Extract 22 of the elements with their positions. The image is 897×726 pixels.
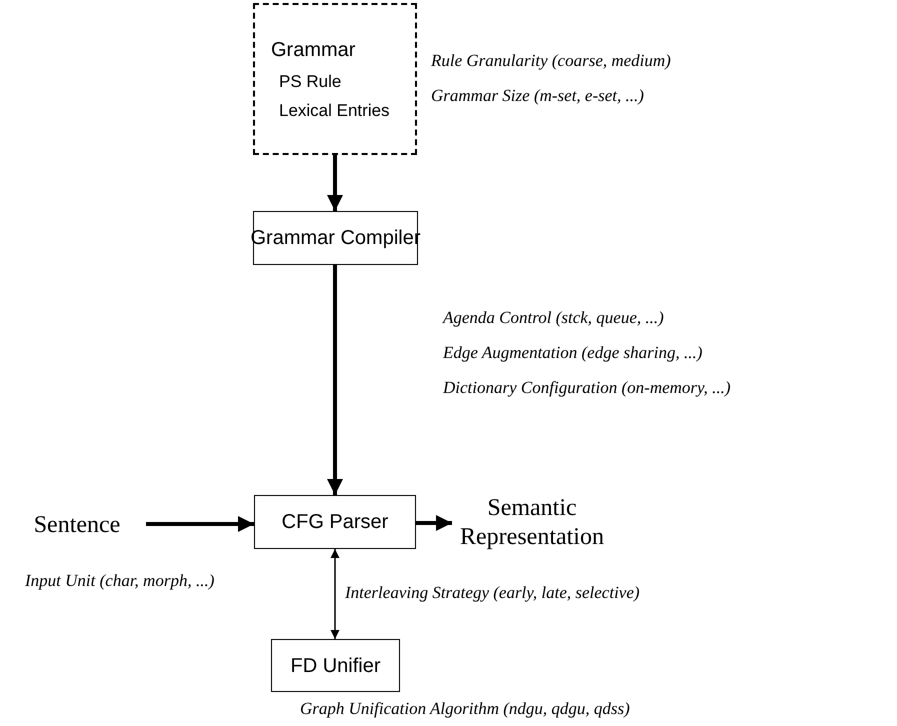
annotation-text: Agenda Control (stck, queue, ...) <box>443 307 664 329</box>
annotation-text: Grammar Size (m-set, e-set, ...) <box>431 85 644 107</box>
annotation-text: Dictionary Configuration (on-memory, ...) <box>443 377 731 399</box>
arrow <box>327 155 343 211</box>
box-text: CFG Parser <box>282 510 388 535</box>
arrow <box>330 549 340 639</box>
box-text: PS Rule <box>278 70 342 92</box>
box-heading: Grammar <box>271 38 356 62</box>
annotation-text: Edge Augmentation (edge sharing, ...) <box>443 342 702 364</box>
annotation-text: Graph Unification Algorithm (ndgu, qdgu, qdss) <box>300 698 630 720</box>
process-box <box>271 639 400 692</box>
box-text: Sentence <box>34 510 120 540</box>
arrow <box>327 265 343 495</box>
annotation-text: Rule Granularity (coarse, medium) <box>431 50 671 72</box>
arrow <box>416 515 452 531</box>
process-box <box>254 495 416 549</box>
box-text: FD Unifier <box>290 654 380 678</box>
annotation-text: Input Unit (char, morph, ...) <box>25 570 214 592</box>
process-box <box>253 3 417 155</box>
arrow <box>146 516 254 532</box>
box-text: Lexical Entries <box>278 100 390 122</box>
box-text: Semantic Representation <box>459 494 605 552</box>
